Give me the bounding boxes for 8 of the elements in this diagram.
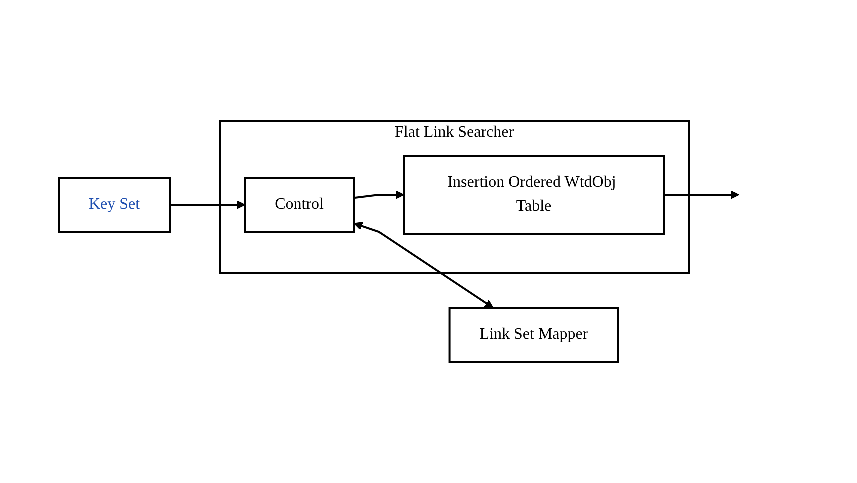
arrow — [353, 190, 404, 200]
node-box: Key Set — [58, 177, 171, 233]
node-box: Link Set Mapper — [448, 307, 619, 363]
arrow — [353, 222, 494, 308]
node-box: Insertion Ordered WtdObj Table — [402, 155, 664, 235]
arrow — [170, 200, 245, 210]
arrow — [664, 190, 739, 200]
node-box: Control — [244, 177, 354, 233]
